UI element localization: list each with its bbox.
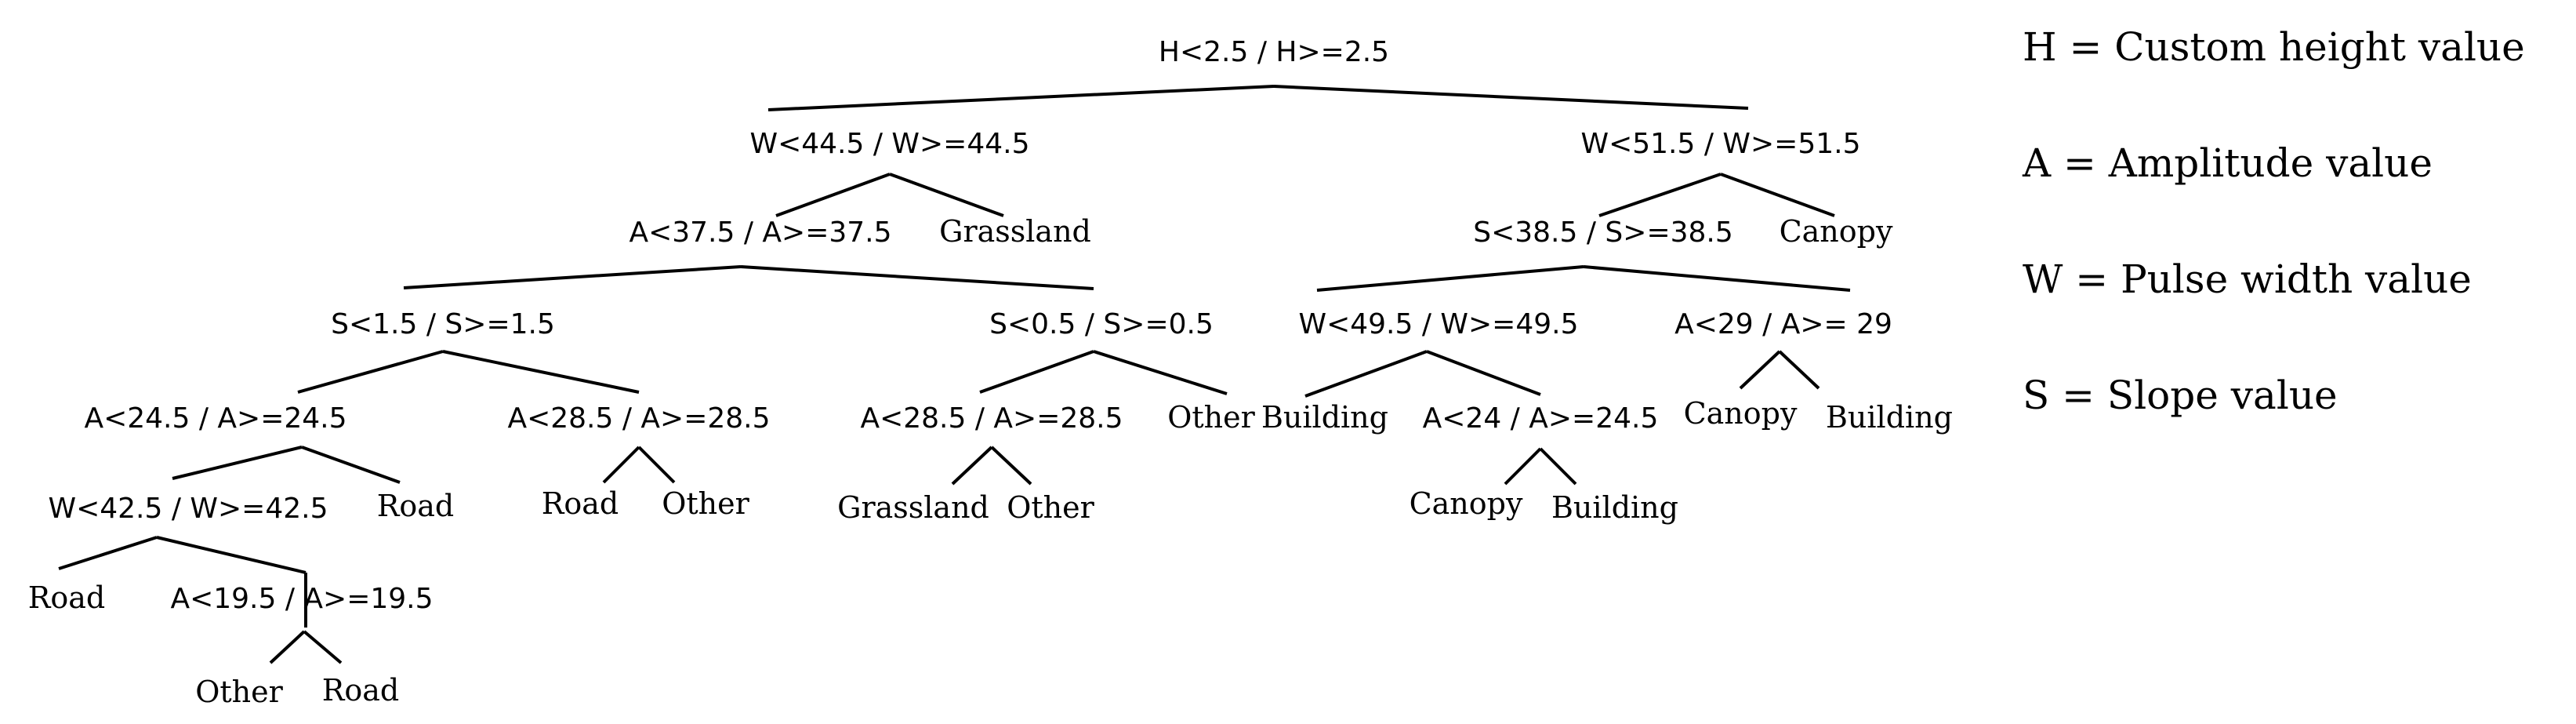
edge-a285a-right bbox=[637, 446, 676, 484]
edge-w425-right bbox=[156, 536, 307, 574]
node-w515: W<51.5 / W>=51.5 bbox=[1580, 128, 1860, 160]
leaf-other-1: Other bbox=[1167, 400, 1255, 435]
edge-a375-left bbox=[403, 265, 742, 289]
edge-s15-left bbox=[297, 350, 444, 394]
leaf-other-4: Other bbox=[195, 675, 283, 709]
leaf-canopy-1: Canopy bbox=[1780, 214, 1893, 249]
node-a29: A<29 / A>= 29 bbox=[1674, 308, 1892, 340]
node-a375: A<37.5 / A>=37.5 bbox=[629, 216, 891, 249]
leaf-road-4: Road bbox=[322, 673, 399, 708]
edge-root-left bbox=[767, 85, 1275, 111]
leaf-road-3: Road bbox=[28, 580, 105, 615]
edge-a285a-left bbox=[602, 446, 640, 484]
node-w445: W<44.5 / W>=44.5 bbox=[749, 128, 1029, 160]
leaf-road-2: Road bbox=[542, 486, 619, 521]
edge-w445-left bbox=[775, 173, 891, 217]
leaf-grassland-1: Grassland bbox=[939, 214, 1091, 249]
node-w495: W<49.5 / W>=49.5 bbox=[1298, 308, 1578, 340]
node-w425: W<42.5 / W>=42.5 bbox=[48, 493, 328, 525]
edge-a29-left bbox=[1739, 350, 1781, 390]
edge-w495-right bbox=[1426, 350, 1541, 396]
edge-a24-left bbox=[1504, 447, 1542, 486]
edge-w425-left bbox=[58, 536, 158, 570]
edge-root-right bbox=[1273, 85, 1749, 110]
leaf-building-1: Building bbox=[1261, 400, 1388, 435]
node-root: H<2.5 / H>=2.5 bbox=[1159, 36, 1389, 68]
leaf-canopy-2: Canopy bbox=[1684, 396, 1798, 431]
leaf-building-2: Building bbox=[1826, 400, 1953, 435]
edge-s15-right bbox=[442, 350, 640, 394]
leaf-nodes: Grassland Canopy Other Building Canopy B… bbox=[28, 214, 1953, 709]
legend-item-w: W = Pulse width value bbox=[2023, 256, 2472, 302]
edge-s05-right bbox=[1093, 350, 1228, 395]
edge-w495-left bbox=[1304, 350, 1428, 398]
edge-s385-right bbox=[1583, 265, 1851, 292]
split-nodes: H<2.5 / H>=2.5 W<44.5 / W>=44.5 W<51.5 /… bbox=[48, 36, 1892, 615]
leaf-building-3: Building bbox=[1551, 490, 1678, 525]
leaf-road-1: Road bbox=[377, 489, 454, 523]
legend-item-s: S = Slope value bbox=[2023, 373, 2338, 418]
leaf-other-3: Other bbox=[1007, 490, 1094, 525]
edge-a285b-left bbox=[951, 446, 993, 486]
node-a24: A<24 / A>=24.5 bbox=[1423, 402, 1659, 435]
node-a195: A<19.5 / A>=19.5 bbox=[170, 583, 433, 615]
edge-w515-left bbox=[1598, 173, 1722, 217]
edge-a245-left bbox=[172, 446, 303, 480]
edge-a24-right bbox=[1539, 447, 1577, 486]
node-s385: S<38.5 / S>=38.5 bbox=[1473, 216, 1733, 249]
edge-w445-right bbox=[889, 173, 1004, 217]
edge-a245-right bbox=[301, 446, 401, 484]
tree-edges bbox=[58, 85, 1851, 664]
variable-legend: H = Custom height value A = Amplitude va… bbox=[2023, 24, 2525, 488]
edge-w515-right bbox=[1720, 173, 1835, 217]
node-a285b: A<28.5 / A>=28.5 bbox=[860, 402, 1123, 435]
edge-a375-right bbox=[740, 265, 1094, 290]
edge-a195-right bbox=[303, 630, 343, 664]
leaf-grassland-2: Grassland bbox=[837, 490, 989, 525]
leaf-other-2: Other bbox=[662, 486, 749, 521]
node-a245: A<24.5 / A>=24.5 bbox=[84, 402, 346, 435]
node-s05: S<0.5 / S>=0.5 bbox=[989, 308, 1214, 340]
legend-item-h: H = Custom height value bbox=[2023, 24, 2525, 70]
leaf-canopy-3: Canopy bbox=[1410, 486, 1523, 521]
edge-s385-left bbox=[1316, 265, 1584, 292]
edge-s05-left bbox=[979, 350, 1094, 394]
edge-a285b-right bbox=[990, 446, 1032, 486]
legend-item-a: A = Amplitude value bbox=[2023, 140, 2433, 186]
node-s15: S<1.5 / S>=1.5 bbox=[331, 308, 555, 340]
node-a285a: A<28.5 / A>=28.5 bbox=[507, 402, 770, 435]
edge-a195-left bbox=[269, 630, 306, 664]
edge-a29-right bbox=[1778, 350, 1820, 390]
